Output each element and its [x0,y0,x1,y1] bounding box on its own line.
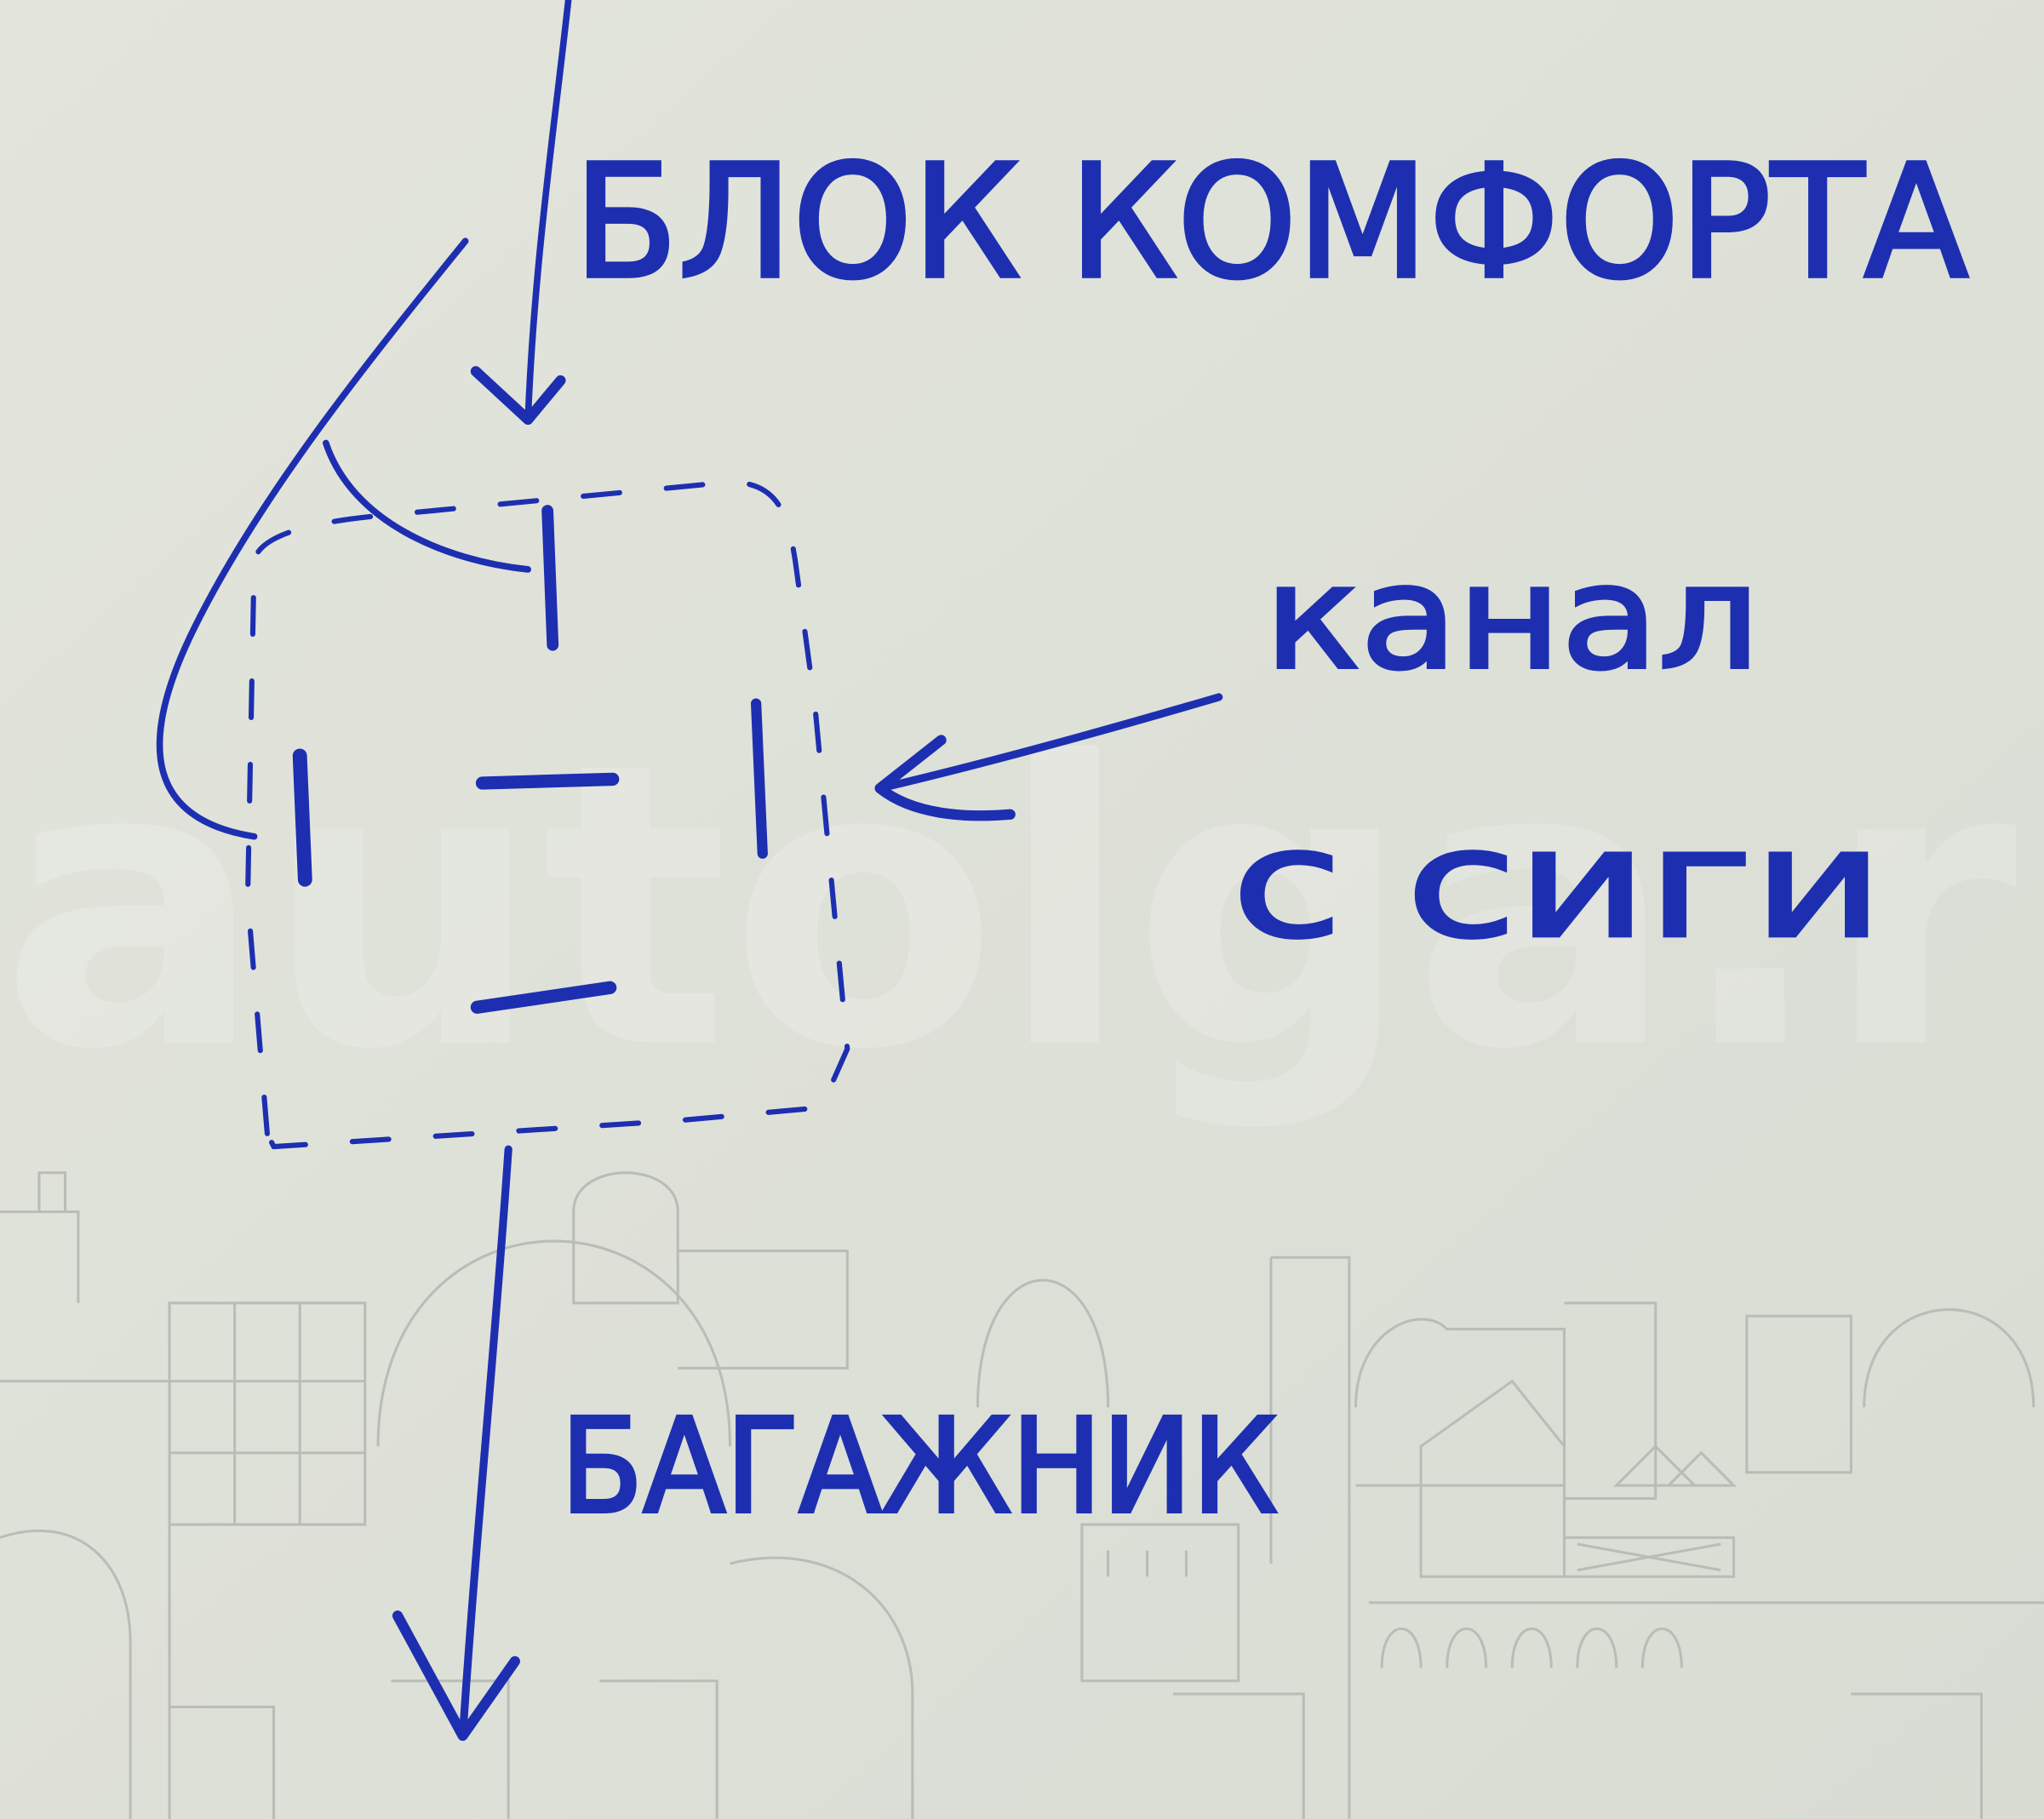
label-trunk: БАГАЖНИК [560,1392,1277,1543]
pin-bottom [470,981,617,1014]
label-channel-line2: с сиги [1232,797,1884,971]
arrow-to-trunk [392,1145,520,1742]
pin-middle [475,772,620,790]
wire-curve-outer [156,237,469,840]
arrow-channel [874,693,1223,821]
pin-top [541,505,559,651]
label-channel-line1: канал [1264,535,1760,701]
wire-curve-inner [322,439,531,573]
connector-pins [292,505,768,1014]
connector-outline [244,479,850,1150]
cityscape-background [0,1171,2044,1819]
pin-right [751,698,768,859]
label-comfort-block: БЛОК КОМФОРТА [574,132,1968,314]
pin-left [292,748,312,887]
arrow-to-comfort-block [470,0,572,426]
